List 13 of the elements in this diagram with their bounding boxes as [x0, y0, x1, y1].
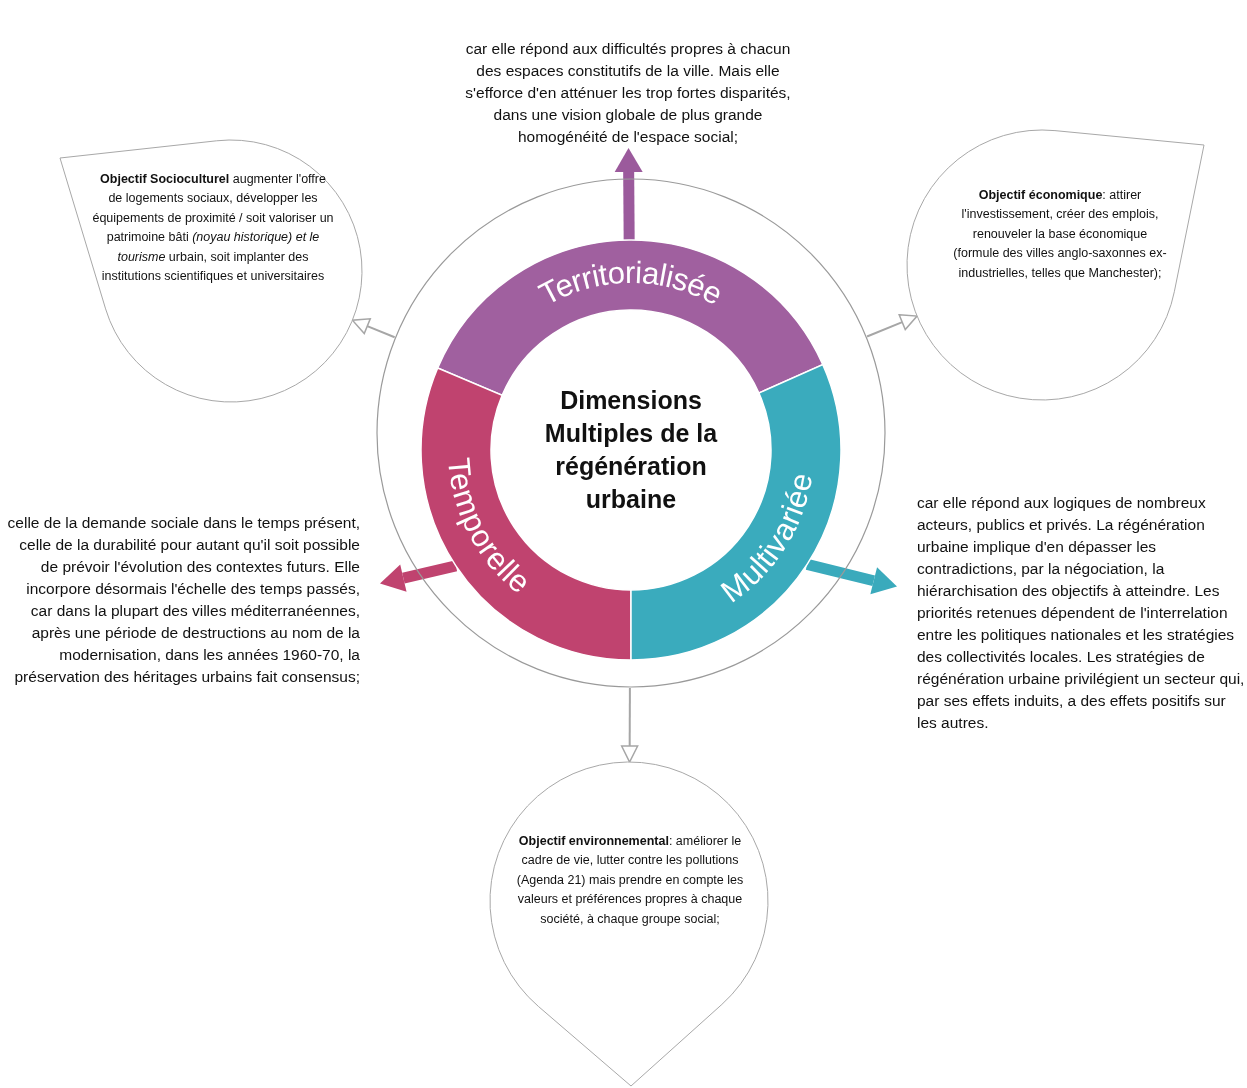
arrow [805, 559, 897, 595]
objective-text: Objectif économique: attirer l'investissement, créer des emplois, renouveler la base économique (formule des villes anglo-saxonnes ex-industrielles, telles que Manchester); [952, 187, 1168, 282]
segment-label: Territorialisée [533, 255, 729, 313]
arrow [351, 318, 396, 339]
arrow [866, 314, 918, 338]
description-text: car elle répond aux difficultés propres à chacun des espaces constitutifs de la ville. Mais elle s'efforce d'en atténuer les trop fortes disparités, dans une vision globale de plus grande homogénéité de l'espace social; [458, 8, 798, 148]
objective-text: Objectif Socioculturel augmenter l'offre de logements sociaux, développer les équipements de proximité / soit valoriser un patrimoine bâti (noyau historique) et le tourisme urbain, soit implanter des institutions scientifiques et universitaires [92, 171, 334, 285]
description-text: celle de la demande sociale dans le temps présent, celle de la durabilité pour autant qu'il soit possible de prévoir l'évolution des contextes futurs. Elle incorpore désormais l'échelle des temps passés, car dans la plupart des villes méditerranéennes, après une période de destructions au nom de la modernisation, dans les années 1960-70, la préservation des héritages urbains fait consensus; [6, 512, 380, 742]
description-text: car elle répond aux logiques de nombreux acteurs, publics et privés. La régénération urbaine implique d'en dépasser les contradictions, par la négociation, la hiérarchisation des objectifs à atteindre. Les priorités retenues dépendent de l'interrelation entre les politiques nationales et les stratégies des collectivités locales. Les stratégies de régénération urbaine privilégient un secteur qui, par ses effets induits, a des effets positifs sur les autres. [897, 492, 1247, 767]
arrow [614, 148, 643, 241]
arrow [620, 687, 639, 763]
arrow [380, 560, 458, 592]
objective-text: Objectif environnemental: améliorer le cadre de vie, lutter contre les pollutions (Agenda 21) mais prendre en compte les valeurs et préférences propres à chaque société, à chaque groupe social; [515, 833, 745, 928]
